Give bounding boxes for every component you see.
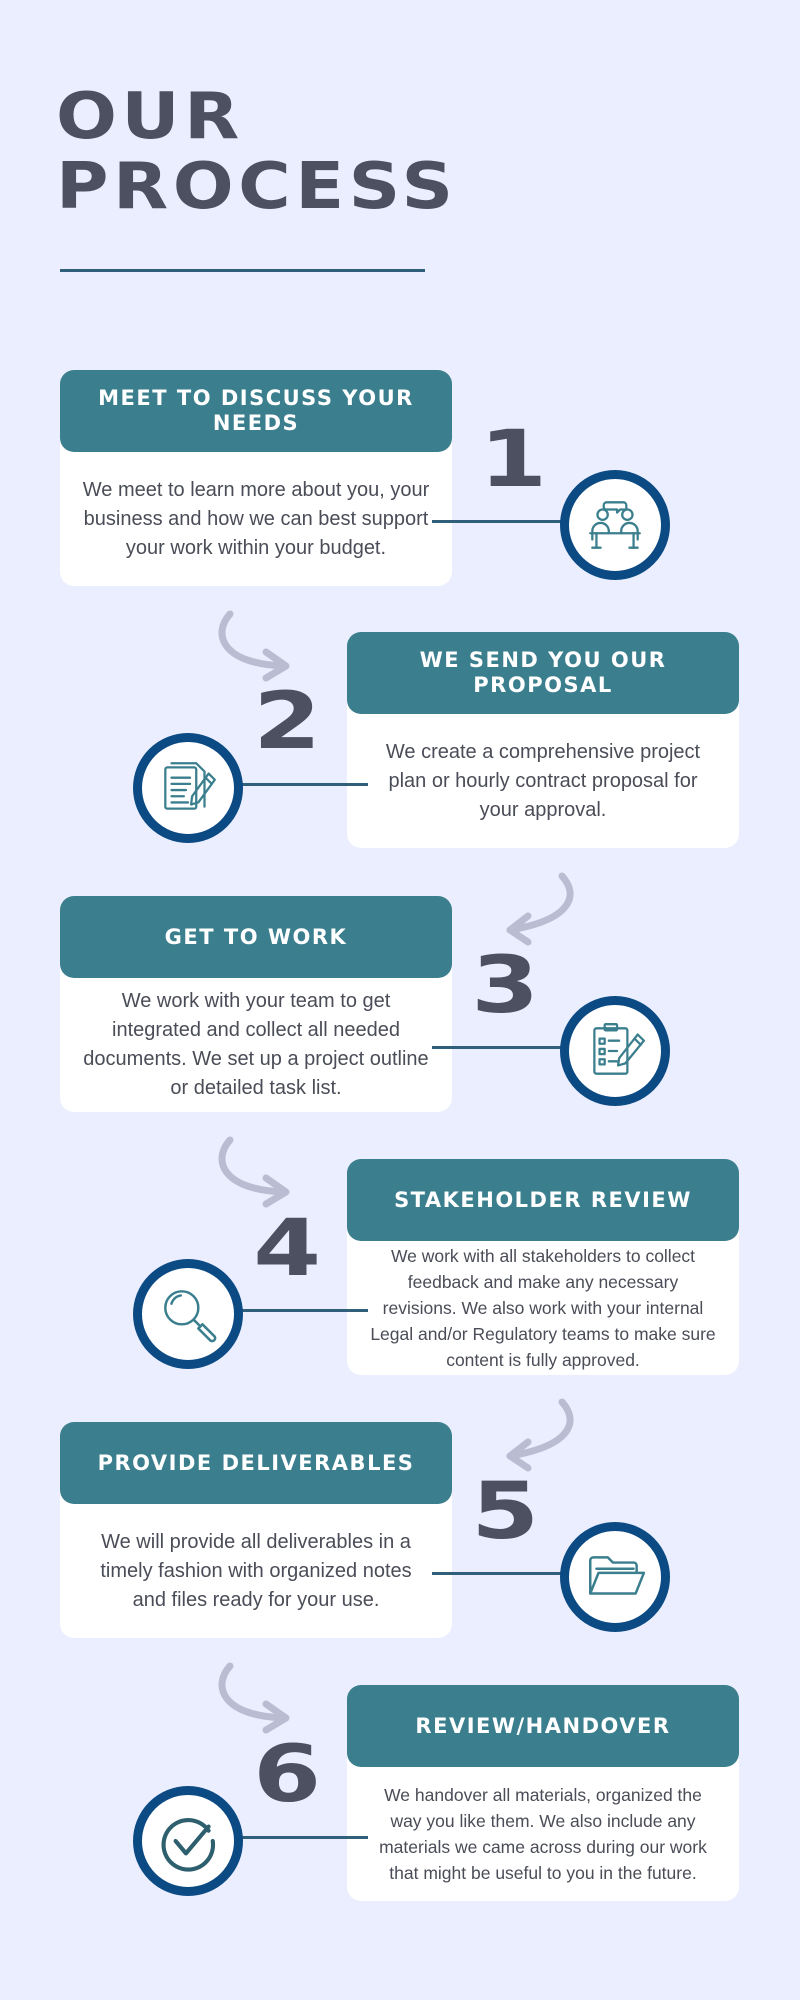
curved-arrow-icon-5 <box>218 1662 290 1734</box>
step-number-4: 4 <box>253 1204 322 1294</box>
step-connector-3 <box>432 1046 562 1049</box>
step-icon-circle-3 <box>560 996 670 1106</box>
step-connector-1 <box>432 520 562 523</box>
page-title: OUR PROCESS <box>56 82 458 222</box>
curved-arrow-icon-3 <box>218 1136 290 1208</box>
step-icon-circle-4 <box>133 1259 243 1369</box>
step-icon-circle-1 <box>560 470 670 580</box>
checklist-pen-icon <box>593 1023 646 1075</box>
check-badge-icon <box>161 1818 216 1872</box>
document-pen-icon <box>164 762 216 810</box>
step-body-5: We will provide all deliverables in a ti… <box>100 1530 412 1611</box>
step-number-6: 6 <box>253 1730 322 1820</box>
step-icon-circle-6 <box>133 1786 243 1896</box>
magnifier-icon <box>164 1290 217 1343</box>
step-body-1: We meet to learn more about you, your bu… <box>82 478 430 559</box>
step-icon-circle-2 <box>133 733 243 843</box>
step-card-1: MEET TO DISCUSS YOUR NEEDS We meet to le… <box>60 370 452 586</box>
step-card-4: STAKEHOLDER REVIEW We work with all stak… <box>347 1159 739 1375</box>
step-heading-5: PROVIDE DELIVERABLES <box>60 1422 452 1504</box>
step-connector-5 <box>432 1572 562 1575</box>
step-connector-6 <box>238 1836 368 1839</box>
step-number-3: 3 <box>471 941 540 1031</box>
step-heading-4: STAKEHOLDER REVIEW <box>347 1159 739 1241</box>
title-underline <box>60 269 425 272</box>
title-line-1: OUR <box>56 80 244 154</box>
step-connector-2 <box>238 783 368 786</box>
step-card-2: WE SEND YOU OUR PROPOSAL We create a com… <box>347 632 739 848</box>
step-connector-4 <box>238 1309 368 1312</box>
step-card-3: GET TO WORK We work with your team to ge… <box>60 896 452 1112</box>
title-line-2: PROCESS <box>56 150 458 224</box>
curved-arrow-icon <box>218 610 290 682</box>
folder-icon <box>589 1556 646 1595</box>
meeting-icon <box>589 501 641 549</box>
step-number-5: 5 <box>471 1467 540 1557</box>
step-body-4: We work with all stakeholders to collect… <box>370 1246 716 1370</box>
step-body-2: We create a comprehensive project plan o… <box>385 740 701 821</box>
curved-arrow-icon-2 <box>506 872 574 946</box>
step-heading-6: REVIEW/HANDOVER <box>347 1685 739 1767</box>
step-number-1: 1 <box>479 415 548 505</box>
curved-arrow-icon-4 <box>506 1398 574 1472</box>
step-heading-2: WE SEND YOU OUR PROPOSAL <box>347 632 739 714</box>
step-heading-1: MEET TO DISCUSS YOUR NEEDS <box>60 370 452 452</box>
step-body-6: We handover all materials, organized the… <box>379 1785 707 1883</box>
step-heading-3: GET TO WORK <box>60 896 452 978</box>
step-card-5: PROVIDE DELIVERABLES We will provide all… <box>60 1422 452 1638</box>
step-icon-circle-5 <box>560 1522 670 1632</box>
step-body-3: We work with your team to get integrated… <box>83 990 429 1099</box>
step-number-2: 2 <box>253 677 322 767</box>
step-card-6: REVIEW/HANDOVER We handover all material… <box>347 1685 739 1901</box>
